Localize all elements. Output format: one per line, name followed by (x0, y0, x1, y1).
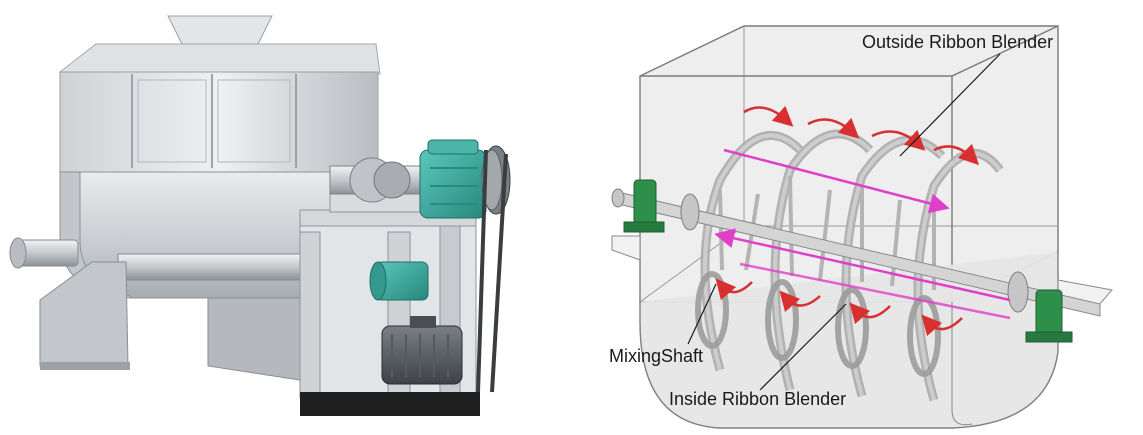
leader-shaft (687, 283, 717, 345)
label-mixing-shaft: MixingShaft (609, 346, 704, 366)
machine-photo (9, 15, 511, 416)
box-body (59, 71, 379, 173)
axial-flow-right (723, 148, 950, 214)
axial-flow-left (714, 228, 1011, 302)
left-leg (39, 261, 129, 367)
main-motor (381, 316, 463, 385)
mixing-shaft (611, 188, 1101, 317)
label-inside-ribbon: Inside Ribbon Blender (669, 389, 847, 409)
small-motor (369, 261, 429, 301)
gearbox (419, 139, 487, 219)
leader-outside (899, 53, 1001, 157)
left-base-plate (611, 235, 641, 261)
left-bearing (623, 179, 665, 233)
leader-inside (759, 303, 847, 391)
right-leg (207, 297, 301, 381)
belt-pulley (476, 145, 511, 393)
cutaway-diagram (611, 25, 1113, 429)
top-cover (58, 43, 381, 75)
label-outside-ribbon: Outside Ribbon Blender (862, 32, 1054, 52)
right-bearing (1025, 289, 1073, 343)
flow-arrows-bottom (715, 278, 963, 337)
discharge-pipe (9, 237, 309, 281)
